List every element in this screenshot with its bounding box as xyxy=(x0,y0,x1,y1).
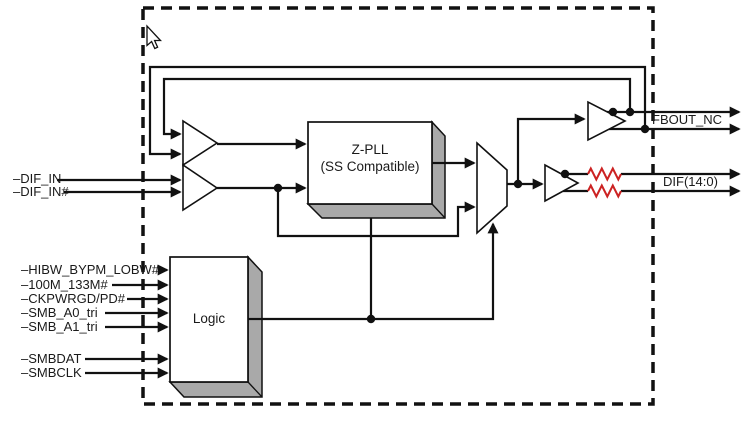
resistors xyxy=(587,166,622,199)
pin-label-smbdat: –SMBDAT xyxy=(21,351,82,366)
logic-label: Logic xyxy=(192,311,226,326)
dif-output-buffer-icon xyxy=(544,163,580,203)
zpll-bevel-crease xyxy=(431,203,446,219)
pin-label-smbclk: –SMBCLK xyxy=(21,365,82,380)
pin-label-ckpwrgd: –CKPWRGD/PD# xyxy=(21,291,126,306)
junction-dot xyxy=(513,179,523,189)
wire-feedback-inner xyxy=(162,77,632,140)
junction-dot xyxy=(560,169,570,179)
junctions xyxy=(273,107,650,324)
pin-label-smb-a1: –SMB_A1_tri xyxy=(21,319,98,334)
pin-label-100m: –100M_133M# xyxy=(21,277,108,292)
logic-block xyxy=(168,255,263,398)
fbout-output-buffer-icon xyxy=(587,100,627,142)
junction-dot xyxy=(608,107,618,117)
pin-label-dif-in-b: –DIF_IN# xyxy=(13,184,69,199)
wires xyxy=(57,65,741,379)
mouse-cursor-icon xyxy=(146,24,162,50)
pin-label-hibw: –HIBW_BYPM_LOBW# xyxy=(21,262,159,277)
wire-bypass-to-mux xyxy=(276,188,476,238)
dif-input-buffer-icon xyxy=(182,163,219,212)
output-mux-icon xyxy=(476,141,508,235)
output-label-dif-bus: DIF(14:0) xyxy=(663,174,718,189)
pin-label-dif-in: –DIF_IN xyxy=(13,171,62,186)
resistor-icon xyxy=(587,166,622,182)
pin-label-smb-a0: –SMB_A0_tri xyxy=(21,305,98,320)
logic-bevel-crease xyxy=(247,381,263,398)
output-label-fbout: FBOUT_NC xyxy=(652,112,723,127)
junction-dot xyxy=(273,183,283,193)
zpll-box xyxy=(307,121,433,205)
resistor-icon xyxy=(587,183,622,199)
wire-mux-to-fbout-buffer xyxy=(516,113,586,184)
zpll-label-line1: Z-PLL xyxy=(351,142,389,157)
junction-dot xyxy=(640,124,650,134)
zpll-label-line2: (SS Compatible) xyxy=(320,159,420,174)
wire-feedback-outer xyxy=(148,65,647,160)
buffers xyxy=(182,100,627,212)
junction-dot xyxy=(366,314,376,324)
feedback-buffer-icon xyxy=(182,119,219,167)
zpll-block xyxy=(306,120,446,219)
chip-boundary-dashed-box xyxy=(141,6,655,406)
logic-box xyxy=(169,256,249,383)
junction-dot xyxy=(625,107,635,117)
wire-logic-to-mux-select xyxy=(248,222,499,321)
